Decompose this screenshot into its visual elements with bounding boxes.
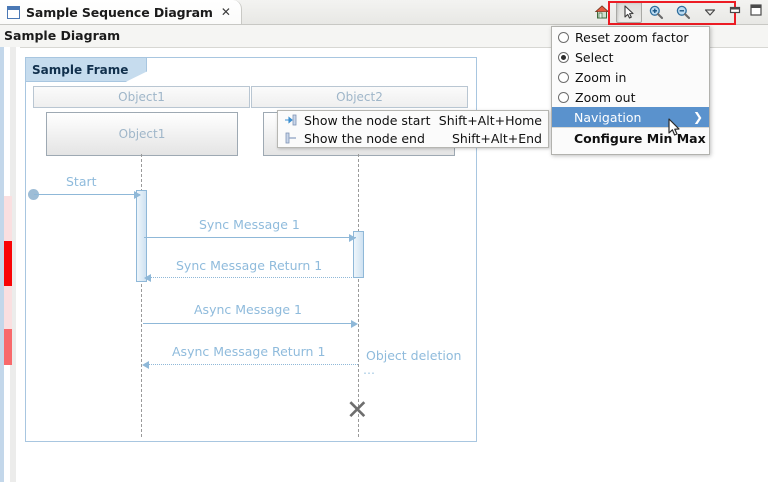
chevron-down-icon: [704, 9, 716, 16]
menu-item-label: Navigation: [574, 109, 642, 125]
lifeline-header-label: Object1: [118, 90, 165, 104]
radio-icon: [558, 71, 569, 83]
ruler-track: [10, 47, 16, 482]
object-box-label: Object1: [118, 127, 166, 141]
ruler-edge: [0, 47, 4, 482]
menu-item-reset-zoom-factor[interactable]: Reset zoom factor: [552, 27, 709, 47]
object-deletion-label: Object deletion: [366, 348, 462, 363]
toolbar-menu-button[interactable]: [697, 1, 723, 23]
menu-item-shortcut: Shift+Alt+End: [451, 130, 542, 146]
message-line-async-return-1[interactable]: [146, 364, 358, 365]
arrow-icon: [134, 191, 141, 199]
diagram-name-label: Sample Diagram: [4, 28, 121, 43]
ruler-marker[interactable]: [4, 241, 12, 286]
lifeline-header-label: Object2: [336, 90, 383, 104]
menu-item-zoom-out[interactable]: Zoom out: [552, 87, 709, 107]
maximize-button[interactable]: [749, 3, 763, 20]
message-label: Async Message 1: [194, 302, 302, 317]
menu-item-configure-min-max[interactable]: Configure Min Max: [552, 127, 709, 148]
frame-label: Sample Frame: [32, 62, 129, 77]
object-deletion-x-icon: ✕: [346, 395, 369, 426]
minimize-icon: [729, 6, 741, 14]
menu-item-show-node-end[interactable]: Show the node end Shift+Alt+End: [278, 129, 548, 147]
frame-label-tag: Sample Frame: [26, 58, 148, 82]
start-dot: [28, 189, 39, 200]
overview-ruler[interactable]: [0, 47, 20, 482]
diagram-toolbar: [586, 1, 726, 23]
select-cursor-icon: [624, 5, 634, 19]
message-label: Start: [66, 174, 97, 189]
message-line-start[interactable]: [34, 194, 140, 195]
menu-item-label: Zoom in: [575, 69, 627, 85]
zoom-out-icon: [676, 5, 691, 20]
message-label: Sync Message 1: [199, 217, 300, 232]
message-line-async-1[interactable]: [143, 323, 356, 324]
ruler-marker[interactable]: [4, 286, 12, 329]
select-cursor-button[interactable]: [616, 1, 642, 23]
menu-item-label: Show the node start: [304, 112, 431, 128]
activation-bar-object1[interactable]: [136, 190, 147, 282]
lifeline-object1[interactable]: [141, 154, 142, 437]
radio-icon: [558, 91, 569, 103]
ruler-marker[interactable]: [4, 329, 12, 365]
message-label: Async Message Return 1: [172, 344, 326, 359]
close-icon[interactable]: ✕: [220, 5, 231, 19]
zoom-out-button[interactable]: [670, 1, 696, 23]
zoom-in-button[interactable]: [643, 1, 669, 23]
arrow-icon: [142, 361, 149, 369]
tab-bar: Sample Sequence Diagram ✕: [0, 0, 768, 25]
zoom-dropdown-menu[interactable]: Reset zoom factor Select Zoom in Zoom ou…: [551, 26, 710, 155]
tab-sample-sequence-diagram[interactable]: Sample Sequence Diagram ✕: [0, 0, 242, 24]
message-label: Sync Message Return 1: [176, 258, 323, 273]
menu-item-zoom-in[interactable]: Zoom in: [552, 67, 709, 87]
radio-icon-checked: [558, 51, 569, 63]
message-line-sync-return-1[interactable]: [148, 277, 356, 278]
node-end-icon: [285, 132, 296, 144]
menu-item-label: Configure Min Max: [574, 130, 706, 146]
window-controls: [728, 3, 763, 20]
menu-item-label: Select: [575, 49, 614, 65]
radio-icon: [558, 31, 569, 43]
menu-item-label: Reset zoom factor: [575, 29, 689, 45]
menu-item-navigation[interactable]: Navigation ❯: [552, 107, 709, 127]
lifeline-object2[interactable]: [358, 154, 359, 437]
menu-item-shortcut: Shift+Alt+Home: [438, 112, 542, 128]
ruler-marker[interactable]: [4, 196, 12, 241]
window-icon: [7, 5, 20, 19]
ellipsis-marker: …: [363, 363, 376, 377]
menu-item-show-node-start[interactable]: Show the node start Shift+Alt+Home: [278, 111, 548, 129]
menu-item-label: Show the node end: [304, 130, 425, 146]
object-box-object1[interactable]: Object1: [46, 112, 238, 156]
zoom-in-icon: [649, 5, 664, 20]
lifeline-header-object1[interactable]: Object1: [33, 86, 250, 108]
home-icon: [594, 5, 610, 19]
chevron-right-icon: ❯: [692, 110, 703, 124]
lifeline-header-object2[interactable]: Object2: [251, 86, 468, 108]
tab-title: Sample Sequence Diagram: [26, 4, 213, 20]
menu-item-select[interactable]: Select: [552, 47, 709, 67]
arrow-icon: [349, 234, 356, 242]
arrow-icon: [144, 274, 151, 282]
message-line-sync-1[interactable]: [144, 237, 356, 238]
home-button[interactable]: [589, 1, 615, 23]
activation-bar-object2[interactable]: [353, 231, 364, 278]
node-start-icon: [285, 114, 297, 126]
menu-item-label: Zoom out: [575, 89, 636, 105]
minimize-button[interactable]: [728, 3, 742, 20]
arrow-icon: [351, 320, 358, 328]
maximize-icon: [750, 4, 762, 16]
node-navigation-submenu[interactable]: Show the node start Shift+Alt+Home Show …: [277, 110, 549, 148]
